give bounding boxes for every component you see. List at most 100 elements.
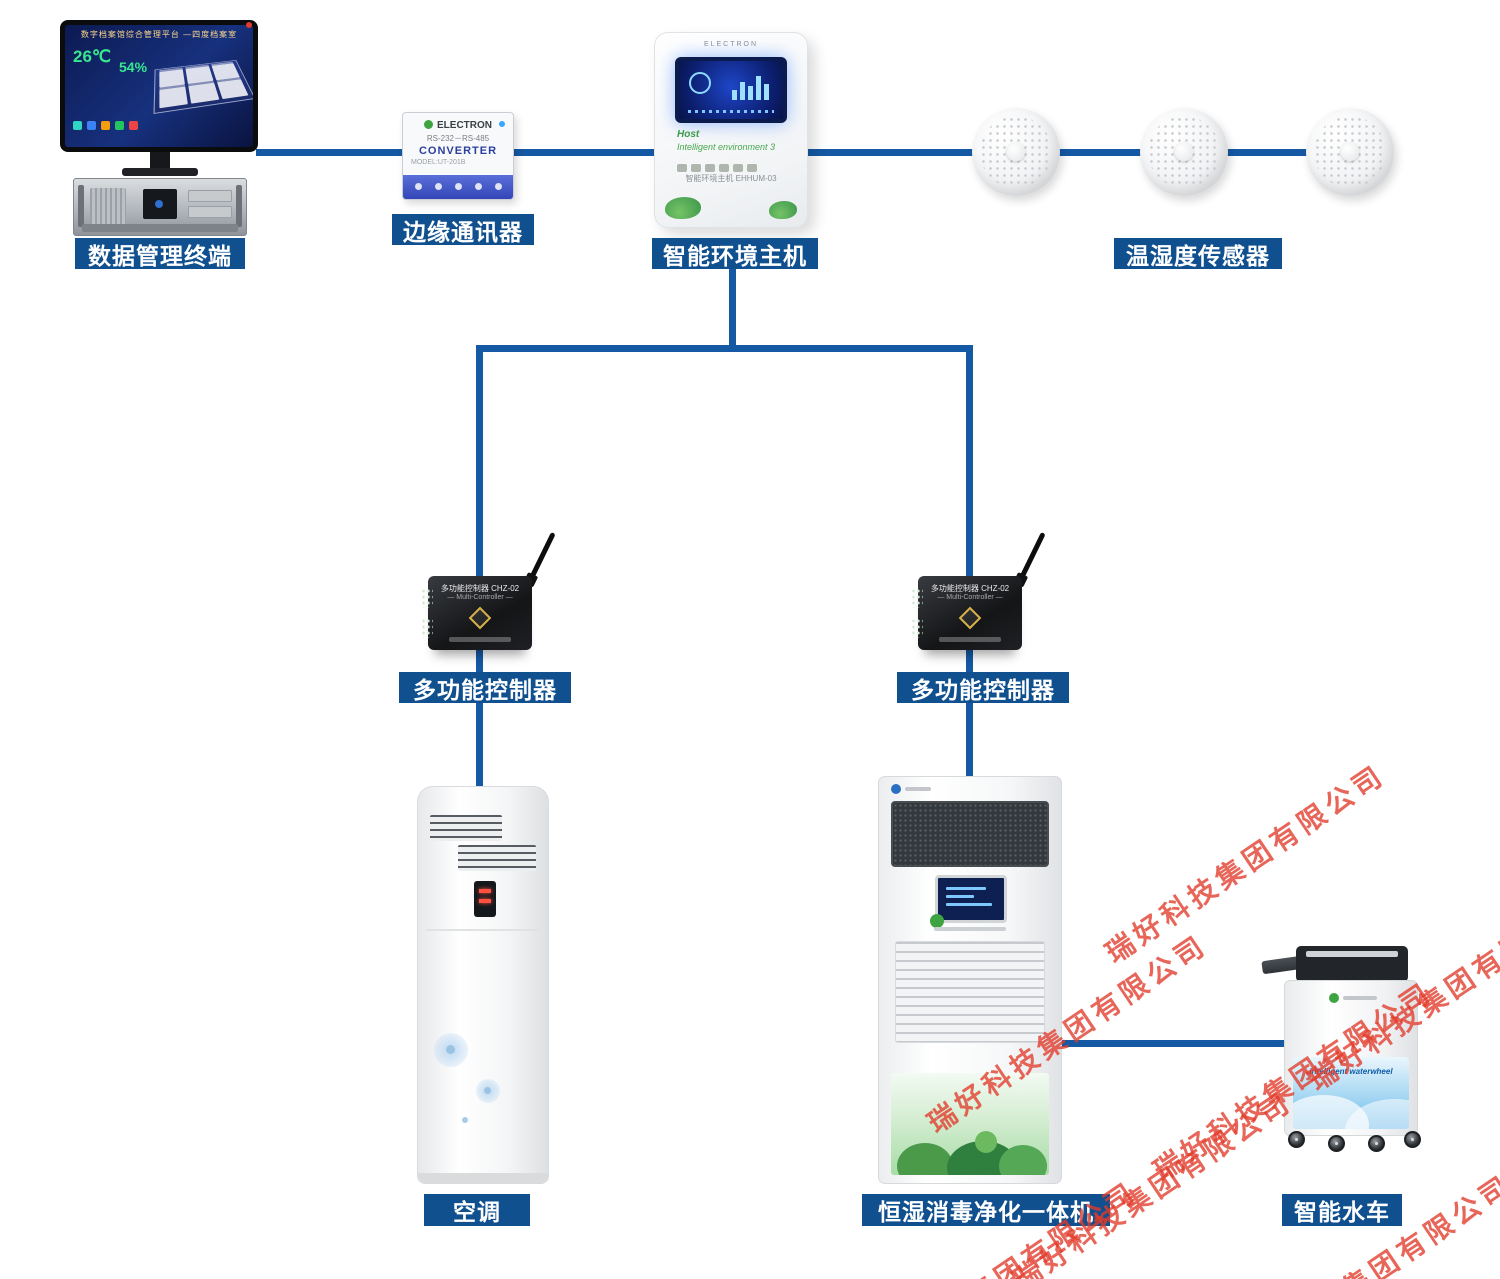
- sensor-center-cap: [1175, 143, 1193, 161]
- host-plant-decal-left: [665, 197, 701, 219]
- ac-flower-dot: [446, 1045, 455, 1054]
- purifier-display: [930, 875, 1007, 928]
- server-handle-right: [236, 185, 242, 227]
- temp-humidity-sensor-2: [1140, 108, 1228, 196]
- monitor-screen: 数字档案馆综合管理平台 —四度档案室 26℃ 54%: [65, 25, 253, 147]
- purifier-fineprint: [933, 927, 1007, 931]
- purifier-nature-print: [891, 1073, 1049, 1175]
- dashboard-title: 数字档案馆综合管理平台 —四度档案室: [80, 30, 238, 39]
- controller-title: 多功能控制器 CHZ-02: [930, 584, 1010, 593]
- label-data-terminal: 数据管理终端: [75, 238, 245, 269]
- monitor-stand-base: [122, 168, 198, 176]
- server-drive-bay: [188, 206, 232, 218]
- watermark-text: 瑞好科技集团有限公司: [1100, 758, 1392, 970]
- temp-humidity-sensor-1: [972, 108, 1060, 196]
- caster-wheel: [1368, 1135, 1385, 1152]
- environment-host-device: ELECTRON Host Intelligent environment 3 …: [654, 32, 808, 228]
- label-air-conditioner: 空调: [424, 1194, 530, 1226]
- connector-controller-ac: [476, 648, 483, 790]
- humidity-purifier-device: [878, 776, 1062, 1184]
- ac-body-seam: [426, 929, 540, 931]
- converter-name: CONVERTER: [418, 145, 498, 157]
- label-multi-controller-right: 多功能控制器: [897, 672, 1069, 703]
- label-env-host: 智能环境主机: [652, 238, 818, 269]
- caster-wheel: [1404, 1131, 1421, 1148]
- cart-brand-logo: [1329, 993, 1377, 1003]
- converter-led: [499, 121, 505, 127]
- host-screen-gauge: [689, 72, 711, 94]
- caster-wheel: [1288, 1131, 1305, 1148]
- edge-communicator-device: ELECTRON RS-232－RS-485 CONVERTER MODEL:U…: [402, 112, 514, 200]
- controller-logo-diamond: [468, 606, 492, 630]
- ac-vent-lower: [458, 845, 536, 871]
- multi-controller-right-device: 多功能控制器 CHZ-02 — Multi-Controller —: [911, 531, 1046, 678]
- antenna: [1019, 531, 1046, 580]
- converter-terminal-band: [403, 175, 513, 199]
- host-screen: [675, 57, 787, 123]
- water-cart-device: intelligent waterwheel: [1261, 946, 1430, 1188]
- monitor-frame: 数字档案馆综合管理平台 —四度档案室 26℃ 54%: [60, 20, 258, 152]
- controller-logo-diamond: [958, 606, 982, 630]
- label-dehumidifier: 恒湿消毒净化一体机: [862, 1194, 1110, 1226]
- ac-display: [474, 881, 496, 917]
- terminal-block: [421, 588, 433, 608]
- watermark-text: 瑞好科技集团有限公司: [852, 1176, 1143, 1279]
- antenna: [529, 531, 556, 580]
- host-icon-row: [677, 159, 761, 177]
- server-vent: [90, 188, 126, 224]
- connector-converter-host: [506, 149, 658, 156]
- sensor-center-cap: [1341, 143, 1359, 161]
- dashboard-temperature: 26℃: [73, 47, 112, 66]
- host-brand: ELECTRON: [703, 41, 759, 48]
- host-line2: Intelligent environment 3: [677, 142, 776, 152]
- label-edge-communicator: 边缘通讯器: [392, 214, 534, 245]
- watermark-strip: 瑞好科技集团有限公司: [1097, 746, 1405, 972]
- host-plant-decal-right: [769, 201, 797, 219]
- dashboard-icon-row: [73, 117, 143, 135]
- host-model-text: 智能环境主机 EHHUM-03: [685, 174, 777, 183]
- host-screen-bars: [732, 70, 774, 100]
- controller-box: 多功能控制器 CHZ-02 — Multi-Controller —: [421, 576, 532, 650]
- monitor-power-led: [246, 22, 252, 28]
- cart-water-graphic: intelligent waterwheel: [1293, 1057, 1409, 1129]
- caster-wheel: [1328, 1135, 1345, 1152]
- purifier-green-decal: [930, 914, 944, 928]
- label-multi-controller-left: 多功能控制器: [399, 672, 571, 703]
- ac-vent-upper: [430, 815, 502, 841]
- temp-humidity-sensor-3: [1306, 108, 1394, 196]
- dashboard-3d-room: [153, 59, 253, 115]
- purifier-brand-logo: [891, 784, 931, 794]
- terminal-block: [911, 618, 923, 638]
- monitor-stand-neck: [150, 152, 170, 168]
- connector-purifier-cart: [1056, 1040, 1292, 1047]
- controller-box: 多功能控制器 CHZ-02 — Multi-Controller —: [911, 576, 1022, 650]
- controller-title: 多功能控制器 CHZ-02: [440, 584, 520, 593]
- controller-fineprint: [938, 637, 1002, 642]
- label-temp-humidity-sensor: 温湿度传感器: [1114, 238, 1282, 269]
- terminal-block: [911, 588, 923, 608]
- terminal-block: [421, 618, 433, 638]
- host-screen-ticks: [688, 110, 774, 113]
- converter-spec: RS-232－RS-485: [426, 134, 490, 143]
- connector-host-sensors: [806, 149, 1352, 156]
- sensor-center-cap: [1007, 143, 1025, 161]
- connector-terminal-converter: [256, 149, 408, 156]
- server-drive-bay: [188, 190, 232, 202]
- ac-flower-dot: [484, 1087, 491, 1094]
- server-handle-left: [78, 185, 84, 227]
- purifier-louver-vent: [895, 941, 1045, 1043]
- cart-top-unit: [1296, 946, 1408, 982]
- dashboard-humidity: 54%: [119, 59, 148, 75]
- ac-base: [418, 1173, 548, 1183]
- server-bottom-strip: [82, 224, 238, 232]
- label-water-cart: 智能水车: [1282, 1194, 1402, 1226]
- connector-host-down: [729, 264, 736, 352]
- converter-model: MODEL:UT-201B: [411, 159, 466, 166]
- ac-flower-dot: [462, 1117, 468, 1123]
- host-line1: Host: [677, 129, 700, 140]
- connector-controller-purifier: [966, 648, 973, 782]
- connector-branch-horizontal: [476, 345, 973, 352]
- controller-subtitle: — Multi-Controller —: [447, 594, 513, 601]
- converter-brand: ELECTRON: [403, 120, 513, 131]
